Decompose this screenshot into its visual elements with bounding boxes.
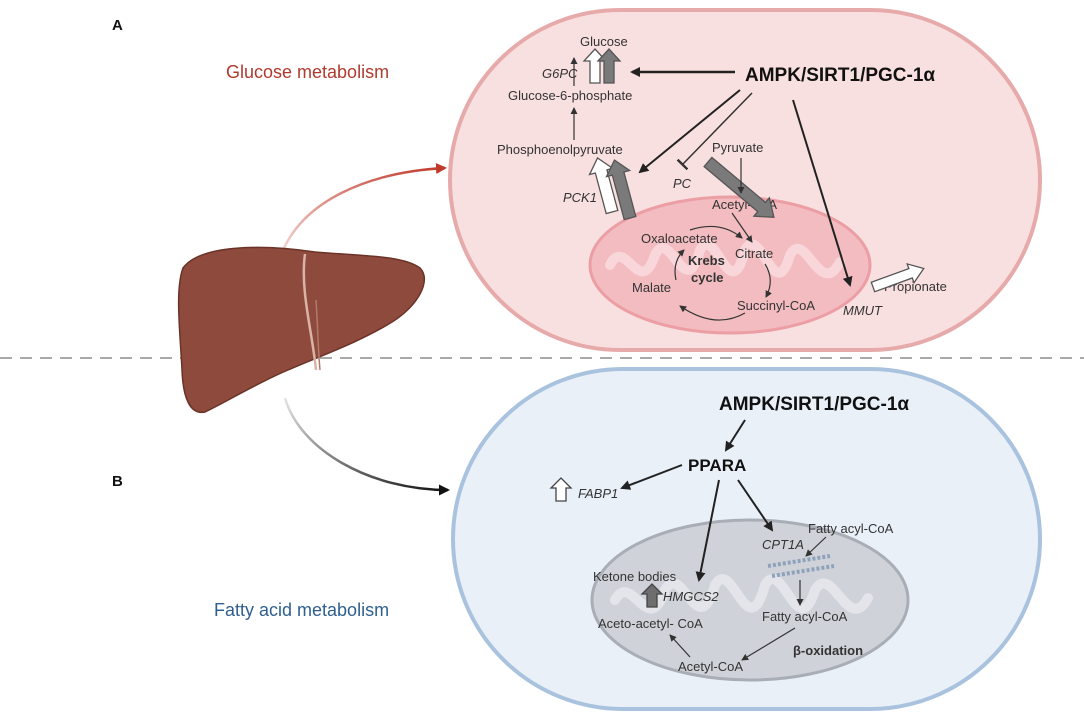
ppara-to-cpt1a-arrow bbox=[737, 479, 774, 532]
regulator-inhibits-pc bbox=[676, 92, 753, 171]
g6pc-label: G6PC bbox=[542, 66, 578, 81]
pck1-up-arrow-white bbox=[588, 156, 619, 215]
liver-illustration bbox=[177, 246, 426, 413]
g6pc-up-arrow-gray bbox=[596, 48, 622, 84]
pck1-label: PCK1 bbox=[563, 190, 597, 205]
panel-b-title: Fatty acid metabolism bbox=[214, 600, 389, 620]
panel-a-title: Glucose metabolism bbox=[226, 62, 389, 82]
hmgcs2-label: HMGCS2 bbox=[663, 589, 719, 604]
succinyl-coa-to-malate-arrow bbox=[679, 305, 746, 321]
fatty-acyl-coa-outer-label: Fatty acyl-CoA bbox=[808, 521, 894, 536]
acetoacetyl-coa-label: Aceto-acetyl- CoA bbox=[598, 616, 703, 631]
mmut-label: MMUT bbox=[843, 303, 883, 318]
regulator-a: AMPK/SIRT1/PGC-1α bbox=[745, 65, 935, 86]
oxaloacetate-label: Oxaloacetate bbox=[641, 231, 718, 246]
phosphoenolpyruvate-label: Phosphoenolpyruvate bbox=[497, 142, 623, 157]
pyruvate-label: Pyruvate bbox=[712, 140, 763, 155]
regulator-b: AMPK/SIRT1/PGC-1α bbox=[719, 394, 909, 415]
ppara-to-fabp1-arrow bbox=[620, 464, 683, 490]
beta-oxidation-label: β-oxidation bbox=[793, 643, 863, 658]
fabp1-up-arrow bbox=[549, 477, 573, 502]
mmut-block-arrow bbox=[870, 262, 925, 293]
cpt1a-transporter bbox=[767, 554, 835, 578]
fatty-acyl-coa-to-transporter-arrow bbox=[805, 536, 827, 557]
liver-to-fatty-acid-connector bbox=[283, 397, 450, 496]
glucose-label: Glucose bbox=[580, 34, 628, 49]
ppara-to-hmgcs2-arrow bbox=[695, 479, 720, 582]
mitochondrion-a bbox=[588, 195, 872, 335]
panel-b-letter: B bbox=[112, 473, 123, 490]
liver-to-glucose-connector bbox=[278, 162, 447, 259]
regulator-to-mmut-arrow bbox=[792, 99, 853, 287]
hmgcs2-up-arrow bbox=[640, 583, 664, 608]
panel-a-letter: A bbox=[112, 17, 123, 34]
ppara-label: PPARA bbox=[688, 456, 746, 475]
acetyl-coa-to-acetoacetyl-coa-arrow bbox=[669, 634, 691, 658]
malate-to-oxaloacetate-arrow bbox=[674, 249, 685, 281]
regulator-to-pck1-arrow bbox=[638, 89, 741, 174]
citrate-to-succinyl-coa-arrow bbox=[764, 263, 772, 298]
malate-label: Malate bbox=[632, 280, 671, 295]
acetyl-coa-b-label: Acetyl-CoA bbox=[678, 659, 743, 674]
krebs-cycle-line2: cycle bbox=[691, 270, 724, 285]
acetyl-coa-to-citrate-arrow bbox=[731, 212, 753, 243]
fabp1-label: FABP1 bbox=[578, 486, 618, 501]
pck1-up-arrow-gray bbox=[605, 159, 637, 221]
pc-label: PC bbox=[673, 176, 692, 191]
glucose-6-phosphate-label: Glucose-6-phosphate bbox=[508, 88, 632, 103]
regulator-to-ppara-arrow bbox=[724, 419, 746, 452]
fatty-acyl-coa-to-acetyl-coa-arrow bbox=[741, 627, 796, 661]
krebs-cycle-line1: Krebs bbox=[688, 253, 725, 268]
ketone-bodies-label: Ketone bodies bbox=[593, 569, 677, 584]
fatty-acyl-coa-inner-label: Fatty acyl-CoA bbox=[762, 609, 848, 624]
cpt1a-label: CPT1A bbox=[762, 537, 804, 552]
citrate-label: Citrate bbox=[735, 246, 773, 261]
oxaloacetate-to-citrate-arrow bbox=[689, 225, 743, 239]
succinyl-coa-label: Succinyl-CoA bbox=[737, 298, 815, 313]
